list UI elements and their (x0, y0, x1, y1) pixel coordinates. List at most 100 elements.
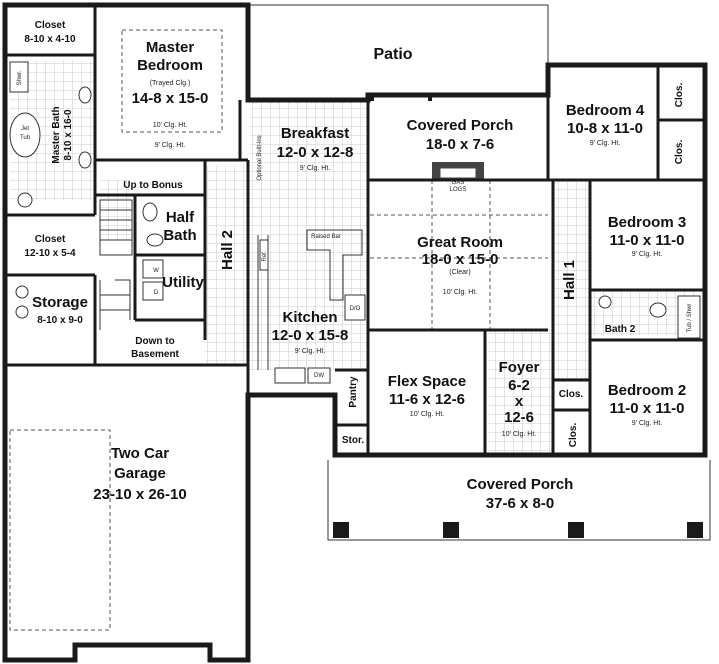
bedroom2-closet-label: Clos. (568, 423, 579, 448)
bedroom4-ceiling: 9' Clg. Ht. (590, 140, 621, 147)
trayed-ceiling-outline (121, 29, 223, 133)
half-bath-name1: Half (166, 209, 195, 226)
garage-name1: Two Car (111, 445, 169, 462)
bedroom2-ceiling: 9' Clg. Ht. (632, 420, 663, 427)
stairs (99, 199, 133, 330)
interior-walls (5, 5, 705, 455)
raised-bar (306, 229, 363, 301)
raised-bar-label: Raised Bar (311, 234, 341, 240)
dryer (142, 281, 164, 301)
bedroom3-name: Bedroom 3 (608, 214, 686, 231)
dishwasher (307, 367, 331, 384)
front-porch-outline (327, 460, 711, 541)
stor-name: Stor. (342, 435, 364, 446)
half-bath-sink (142, 202, 158, 222)
foyer-name: Foyer (499, 359, 540, 376)
great-room-name: Great Room (417, 234, 503, 251)
rear-porch-name: Covered Porch (407, 117, 514, 134)
gas-logs-1: GAS (452, 180, 465, 186)
foyer-dims2: x (515, 393, 524, 410)
washer-label: W (153, 268, 159, 274)
master-bedroom-name1: Master (146, 39, 195, 56)
kitchen-sink (274, 367, 306, 384)
master-bath-name: Master Bath (51, 106, 62, 163)
up-to-bonus: Up to Bonus (123, 180, 183, 191)
kitchen-name: Kitchen (282, 309, 337, 326)
foyer-dims3: 12-6 (504, 409, 534, 426)
rear-porch-dims: 18-0 x 7-6 (426, 136, 494, 153)
washer (142, 259, 164, 279)
jet-tub-label1: Jet (21, 126, 29, 132)
tub-shower-label: Tub / Shwr (687, 304, 693, 333)
flex-space-name: Flex Space (388, 373, 466, 390)
tub-shower (677, 295, 701, 339)
flex-space-dims: 11-6 x 12-6 (389, 391, 465, 408)
storage-name: Storage (32, 294, 88, 311)
foyer-dims1: 6-2 (508, 377, 530, 394)
closet-mid-dims: 12-10 x 5-4 (24, 248, 76, 259)
garage-dims: 23-10 x 26-10 (93, 486, 186, 503)
master-bedroom-dims: 14-8 x 15-0 (132, 90, 209, 107)
hall1-tile (553, 180, 590, 380)
down-to: Down to (135, 336, 174, 347)
foyer-tile (488, 330, 553, 455)
optional-builtins: Optional Built-ins (257, 135, 263, 180)
bedroom4-closet-1: Clos. (674, 83, 685, 108)
bedroom2-name: Bedroom 2 (608, 382, 686, 399)
bath2-name: Bath 2 (605, 324, 636, 335)
dw-label: DW (314, 373, 324, 379)
utility-name: Utility (162, 274, 204, 291)
double-oven (344, 294, 366, 321)
master-bath-dims: 8-10 x 16-0 (63, 109, 74, 161)
hall1-name: Hall 1 (561, 260, 578, 300)
kitchen-ceiling: 9' Clg. Ht. (295, 348, 326, 355)
front-porch-name: Covered Porch (467, 476, 574, 493)
porch-columns (333, 522, 703, 538)
great-room-ceiling: 10' Clg. Ht. (443, 289, 477, 296)
hall-closet-label: Clos. (559, 389, 584, 400)
great-room-dims: 18-0 x 15-0 (422, 251, 499, 268)
breakfast-dims: 12-0 x 12-8 (277, 144, 354, 161)
hall2-tile (205, 165, 250, 365)
ref-label: Ref. (262, 250, 268, 261)
front-porch-dims: 37-6 x 8-0 (486, 495, 554, 512)
bedroom3-ceiling: 9' Clg. Ht. (632, 251, 663, 258)
master-bedroom-ceiling2: 9' Clg. Ht. (155, 142, 186, 149)
bedroom3-dims: 11-0 x 11-0 (609, 232, 684, 249)
bedroom4-name: Bedroom 4 (566, 102, 645, 119)
hall2-name: Hall 2 (219, 230, 236, 270)
great-room-note: (Clear) (449, 269, 470, 276)
closet-top-dims: 8-10 x 4-10 (24, 34, 76, 45)
master-bedroom-name2: Bedroom (137, 57, 203, 74)
breakfast-ceiling: 9' Clg. Ht. (300, 165, 331, 172)
garage-name2: Garage (114, 465, 166, 482)
closet-mid-name: Closet (35, 234, 66, 245)
kitchen-dims: 12-0 x 15-8 (272, 327, 349, 344)
pantry-name: Pantry (348, 376, 359, 408)
closet-top-name: Closet (35, 20, 66, 31)
garage-door-outline (9, 429, 111, 631)
storage-dims: 8-10 x 9-0 (37, 315, 83, 326)
foyer-ceiling: 10' Clg. Ht. (502, 431, 536, 438)
bedroom2-dims: 11-0 x 11-0 (609, 400, 684, 417)
flex-space-ceiling: 10' Clg. Ht. (410, 411, 444, 418)
jet-tub-label2: Tub (20, 135, 31, 141)
bedroom4-closet-2: Clos. (674, 140, 685, 165)
half-bath-name2: Bath (163, 227, 196, 244)
jet-tub (9, 112, 41, 158)
breakfast-name: Breakfast (281, 125, 349, 142)
shower-label: Shwr. (17, 70, 23, 85)
master-bedroom-note: (Trayed Clg.) (150, 80, 191, 87)
water-heater (15, 285, 29, 299)
master-bedroom-ceiling1: 10' Clg. Ht. (153, 122, 187, 129)
refrigerator (259, 239, 269, 271)
master-shower (9, 61, 29, 93)
kitchen-breakfast-tile (250, 100, 368, 370)
patio-name: Patio (373, 46, 412, 63)
bedroom4-dims: 10-8 x 11-0 (567, 120, 643, 137)
basement: Basement (131, 349, 179, 360)
do-label: D/O (350, 306, 361, 312)
gas-logs-2: LOGS (450, 187, 467, 193)
dryer-label: D (154, 290, 159, 296)
